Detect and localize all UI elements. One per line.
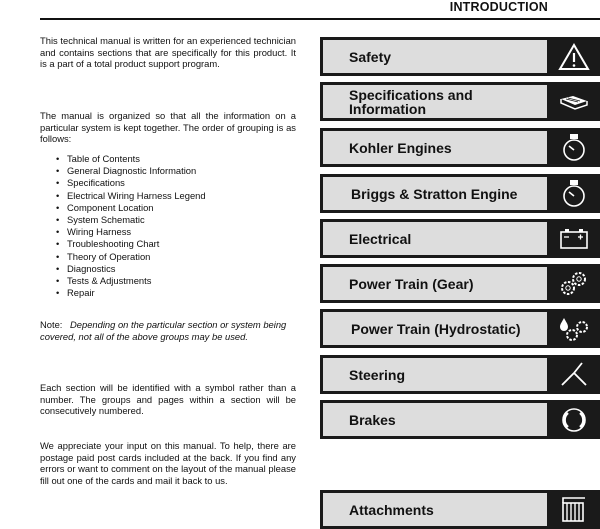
list-item: Table of Contents [56, 153, 206, 165]
section-tab-power-train-hydrostatic[interactable]: Power Train (Hydrostatic) [320, 309, 600, 348]
section-tab-label: Safety [323, 40, 547, 73]
grouping-list: Table of Contents General Diagnostic Inf… [56, 153, 206, 299]
list-item: Component Location [56, 202, 206, 214]
section-tab-label: Electrical [323, 222, 547, 255]
intro-paragraph: This technical manual is written for an … [40, 35, 296, 70]
list-item: Repair [56, 287, 206, 299]
section-tab-label: Steering [323, 358, 547, 391]
note-text: Depending on the particular section or s… [40, 319, 287, 342]
header-divider [40, 18, 600, 20]
battery-icon [549, 222, 599, 255]
note-label: Note: [40, 319, 63, 330]
section-tab-kohler-engines[interactable]: Kohler Engines [320, 128, 600, 167]
section-tab-power-train-gear[interactable]: Power Train (Gear) [320, 264, 600, 303]
section-tab-label: Power Train (Gear) [323, 267, 547, 300]
engine-gauge-icon [549, 131, 599, 164]
list-item: Specifications [56, 177, 206, 189]
list-item: Tests & Adjustments [56, 275, 206, 287]
section-tab-electrical[interactable]: Electrical [320, 219, 600, 258]
organization-paragraph: The manual is organized so that all the … [40, 110, 296, 145]
attachment-icon [549, 493, 599, 526]
section-tab-label: Brakes [323, 403, 547, 436]
note-block: Note:Depending on the particular section… [40, 319, 296, 342]
list-item: Electrical Wiring Harness Legend [56, 190, 206, 202]
list-item: Troubleshooting Chart [56, 238, 206, 250]
gears-icon [549, 267, 599, 300]
brake-icon [549, 403, 599, 436]
steering-icon [549, 358, 599, 391]
section-tab-label: Attachments [323, 493, 547, 526]
section-tab-brakes[interactable]: Brakes [320, 400, 600, 439]
open-book-icon [549, 85, 599, 118]
list-item: Wiring Harness [56, 226, 206, 238]
list-item: General Diagnostic Information [56, 165, 206, 177]
section-tab-specifications[interactable]: Specifications and Information [320, 82, 600, 121]
warning-triangle-icon [549, 40, 599, 73]
hydraulic-gears-icon [549, 312, 599, 345]
section-tab-label: Power Train (Hydrostatic) [323, 312, 547, 345]
section-tab-safety[interactable]: Safety [320, 37, 600, 76]
page-title: INTRODUCTION [449, 0, 548, 14]
list-item: Diagnostics [56, 263, 206, 275]
list-item: Theory of Operation [56, 251, 206, 263]
section-tab-briggs-stratton[interactable]: Briggs & Stratton Engine [320, 174, 600, 213]
section-tab-label: Briggs & Stratton Engine [323, 177, 547, 210]
section-tab-attachments[interactable]: Attachments [320, 490, 600, 529]
symbol-paragraph: Each section will be identified with a s… [40, 382, 296, 417]
section-tab-label: Kohler Engines [323, 131, 547, 164]
list-item: System Schematic [56, 214, 206, 226]
engine-gauge-icon [549, 177, 599, 210]
section-tab-steering[interactable]: Steering [320, 355, 600, 394]
section-tab-label: Specifications and Information [323, 85, 547, 118]
feedback-paragraph: We appreciate your input on this manual.… [40, 440, 296, 486]
